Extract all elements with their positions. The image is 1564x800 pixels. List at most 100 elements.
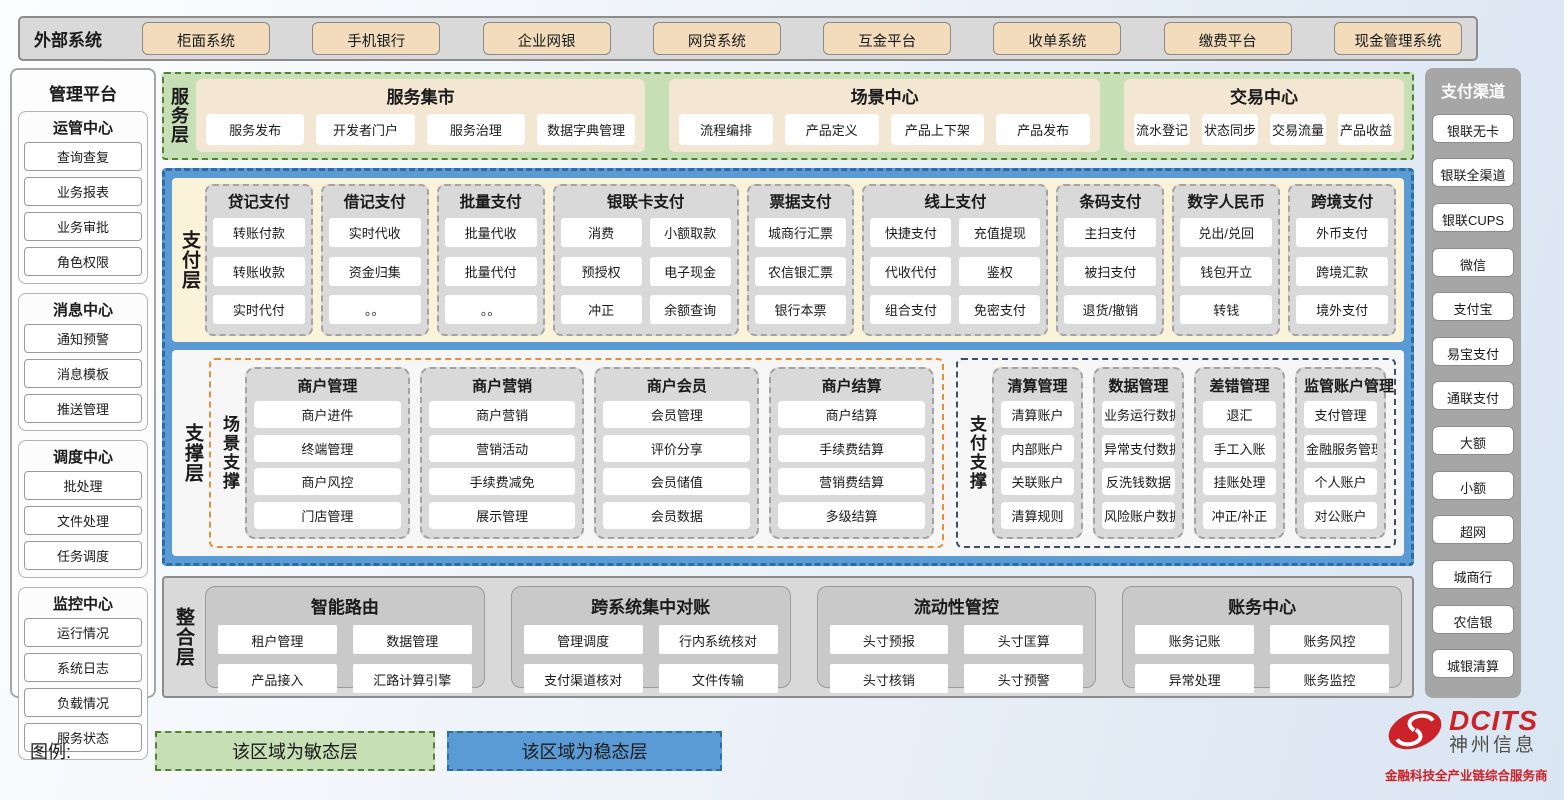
support-item-button[interactable]: 展示管理 xyxy=(428,502,576,530)
payment-channel-button[interactable]: 银联无卡 xyxy=(1432,113,1514,143)
management-item-button[interactable]: 角色权限 xyxy=(24,247,142,276)
support-item-button[interactable]: 会员储值 xyxy=(603,468,751,496)
support-item-button[interactable]: 评价分享 xyxy=(603,434,751,462)
management-item-button[interactable]: 通知预警 xyxy=(24,324,142,353)
integration-item-button[interactable]: 行内系统核对 xyxy=(658,625,778,654)
integration-item-button[interactable]: 头寸预警 xyxy=(964,664,1084,693)
payment-item-button[interactable]: 外币支付 xyxy=(1296,217,1389,247)
support-item-button[interactable]: 个人账户 xyxy=(1303,468,1377,496)
payment-item-button[interactable]: 转账收款 xyxy=(213,256,305,286)
support-item-button[interactable]: 手续费结算 xyxy=(778,434,925,462)
payment-item-button[interactable]: 兑出/兑回 xyxy=(1180,217,1273,247)
support-item-button[interactable]: 清算账户 xyxy=(1000,400,1074,428)
external-system-button[interactable]: 收单系统 xyxy=(993,22,1122,55)
support-item-button[interactable]: 关联账户 xyxy=(1000,468,1074,496)
management-item-button[interactable]: 运行情况 xyxy=(24,618,142,647)
support-item-button[interactable]: 异常支付数据 xyxy=(1101,434,1175,462)
support-item-button[interactable]: 会员数据 xyxy=(603,502,751,530)
management-item-button[interactable]: 负载情况 xyxy=(24,688,142,717)
service-item-button[interactable]: 服务治理 xyxy=(426,113,525,145)
payment-item-button[interactable]: 免密支付 xyxy=(959,295,1041,325)
integration-item-button[interactable]: 产品接入 xyxy=(218,664,337,693)
management-item-button[interactable]: 批处理 xyxy=(24,471,142,500)
management-item-button[interactable]: 查询查复 xyxy=(24,142,142,171)
payment-item-button[interactable]: 电子现金 xyxy=(649,256,731,286)
payment-item-button[interactable]: 实时代收 xyxy=(328,217,421,247)
support-item-button[interactable]: 终端管理 xyxy=(254,434,401,462)
payment-item-button[interactable]: 余额查询 xyxy=(649,295,731,325)
payment-item-button[interactable]: 冲正 xyxy=(560,295,642,325)
payment-channel-button[interactable]: 大额 xyxy=(1432,426,1514,456)
external-system-button[interactable]: 网贷系统 xyxy=(652,22,781,55)
payment-channel-button[interactable]: 银联CUPS xyxy=(1432,202,1514,232)
service-item-button[interactable]: 交易流量 xyxy=(1269,113,1326,145)
service-item-button[interactable]: 产品收益 xyxy=(1337,113,1394,145)
payment-item-button[interactable]: 代收代付 xyxy=(870,256,952,286)
payment-item-button[interactable]: 资金归集 xyxy=(328,256,421,286)
payment-item-button[interactable]: 钱包开立 xyxy=(1180,256,1273,286)
payment-channel-button[interactable]: 超网 xyxy=(1432,515,1514,545)
service-item-button[interactable]: 流程编排 xyxy=(679,113,773,145)
support-item-button[interactable]: 商户结算 xyxy=(778,400,925,428)
external-system-button[interactable]: 现金管理系统 xyxy=(1333,22,1462,55)
payment-item-button[interactable]: 批量代收 xyxy=(444,217,537,247)
support-item-button[interactable]: 商户风控 xyxy=(254,468,401,496)
payment-item-button[interactable]: 快捷支付 xyxy=(870,217,952,247)
service-item-button[interactable]: 开发者门户 xyxy=(316,113,415,145)
support-item-button[interactable]: 商户进件 xyxy=(254,400,401,428)
payment-item-button[interactable]: 农信银汇票 xyxy=(754,256,847,286)
payment-item-button[interactable]: 城商行汇票 xyxy=(754,217,847,247)
external-system-button[interactable]: 互金平台 xyxy=(823,22,952,55)
external-system-button[interactable]: 缴费平台 xyxy=(1163,22,1292,55)
integration-item-button[interactable]: 数据管理 xyxy=(352,625,472,654)
service-item-button[interactable]: 产品上下架 xyxy=(890,113,985,145)
payment-item-button[interactable]: 预授权 xyxy=(560,256,642,286)
service-item-button[interactable]: 数据字典管理 xyxy=(536,113,636,145)
service-item-button[interactable]: 服务发布 xyxy=(206,113,305,145)
payment-item-button[interactable]: 转钱 xyxy=(1180,295,1273,325)
support-item-button[interactable]: 反洗钱数据 xyxy=(1101,468,1175,496)
payment-channel-button[interactable]: 小额 xyxy=(1432,470,1514,500)
support-item-button[interactable]: 金融服务管理 xyxy=(1303,434,1377,462)
service-item-button[interactable]: 产品发布 xyxy=(996,113,1090,145)
payment-item-button[interactable]: 跨境汇款 xyxy=(1296,256,1389,286)
support-item-button[interactable]: 商户营销 xyxy=(428,400,576,428)
payment-channel-button[interactable]: 微信 xyxy=(1432,247,1514,277)
payment-item-button[interactable]: 消费 xyxy=(560,217,642,247)
integration-item-button[interactable]: 文件传输 xyxy=(658,664,778,693)
external-system-button[interactable]: 柜面系统 xyxy=(142,22,270,55)
payment-item-button[interactable]: 境外支付 xyxy=(1296,295,1389,325)
integration-item-button[interactable]: 支付渠道核对 xyxy=(523,664,643,693)
support-item-button[interactable]: 对公账户 xyxy=(1303,502,1377,530)
payment-item-button[interactable]: 主扫支付 xyxy=(1064,217,1157,247)
payment-item-button[interactable]: 实时代付 xyxy=(213,295,305,325)
support-item-button[interactable]: 内部账户 xyxy=(1000,434,1074,462)
external-system-button[interactable]: 手机银行 xyxy=(312,22,441,55)
support-item-button[interactable]: 支付管理 xyxy=(1303,400,1377,428)
support-item-button[interactable]: 手工入账 xyxy=(1202,434,1276,462)
management-item-button[interactable]: 消息模板 xyxy=(24,359,142,388)
management-item-button[interactable]: 系统日志 xyxy=(24,653,142,682)
payment-channel-button[interactable]: 银联全渠道 xyxy=(1432,158,1514,188)
support-item-button[interactable]: 营销活动 xyxy=(428,434,576,462)
payment-channel-button[interactable]: 农信银 xyxy=(1432,604,1514,634)
support-item-button[interactable]: 门店管理 xyxy=(254,502,401,530)
management-item-button[interactable]: 业务审批 xyxy=(24,212,142,241)
support-item-button[interactable]: 业务运行数据 xyxy=(1101,400,1175,428)
integration-item-button[interactable]: 头寸核销 xyxy=(829,664,949,693)
integration-item-button[interactable]: 头寸预报 xyxy=(829,625,949,654)
support-item-button[interactable]: 多级结算 xyxy=(778,502,925,530)
support-item-button[interactable]: 挂账处理 xyxy=(1202,468,1276,496)
payment-item-button[interactable]: 鉴权 xyxy=(959,256,1041,286)
service-item-button[interactable]: 流水登记 xyxy=(1133,113,1190,145)
payment-item-button[interactable]: 银行本票 xyxy=(754,295,847,325)
integration-item-button[interactable]: 头寸匡算 xyxy=(964,625,1084,654)
payment-channel-button[interactable]: 支付宝 xyxy=(1432,292,1514,322)
integration-item-button[interactable]: 账务记账 xyxy=(1135,625,1255,654)
payment-item-button[interactable]: 充值提现 xyxy=(959,217,1041,247)
management-item-button[interactable]: 业务报表 xyxy=(24,177,142,206)
payment-channel-button[interactable]: 城银清算 xyxy=(1432,649,1514,679)
service-item-button[interactable]: 产品定义 xyxy=(784,113,879,145)
support-item-button[interactable]: 手续费减免 xyxy=(428,468,576,496)
support-item-button[interactable]: 营销费结算 xyxy=(778,468,925,496)
